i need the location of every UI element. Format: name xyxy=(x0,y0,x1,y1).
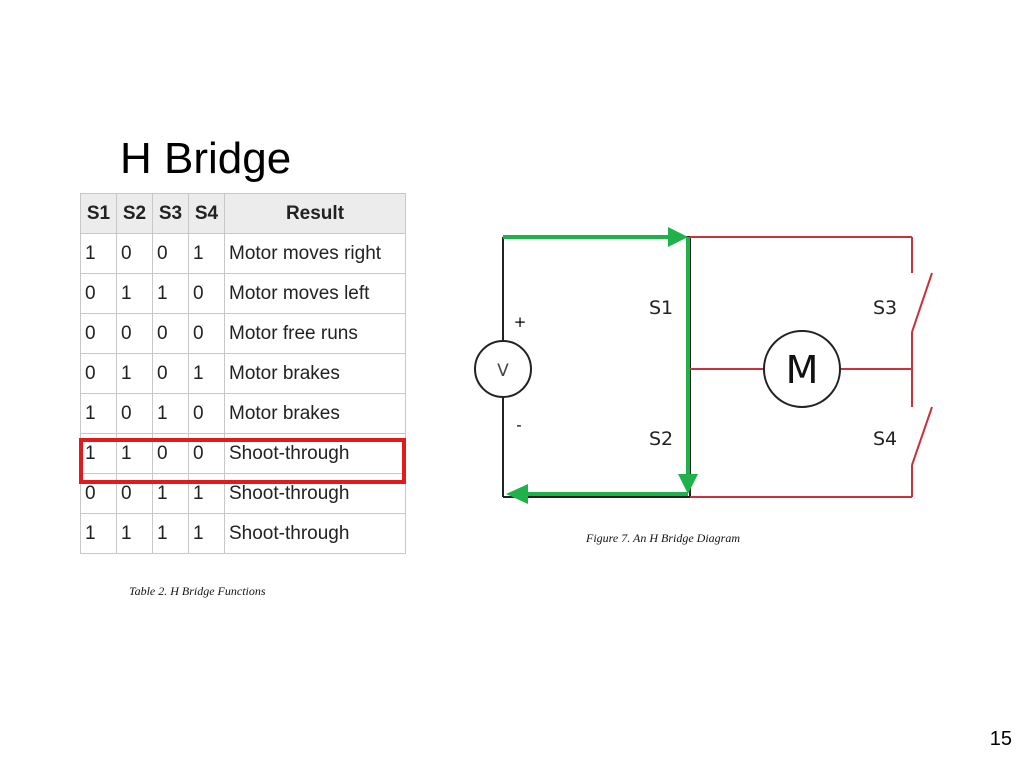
table-cell: 1 xyxy=(116,273,153,314)
switch-label-s1: S1 xyxy=(649,297,673,319)
table-cell: 0 xyxy=(152,313,189,354)
motor: M xyxy=(763,330,841,408)
table-cell: Shoot-through xyxy=(224,513,406,554)
table-cell: 0 xyxy=(116,393,153,434)
switch-label-s3: S3 xyxy=(873,297,897,319)
voltage-source-label: V xyxy=(497,361,509,381)
table-cell: 1 xyxy=(80,233,117,274)
table-cell: Motor moves left xyxy=(224,273,406,314)
motor-label: M xyxy=(786,348,819,392)
column-header: S1 xyxy=(80,193,117,234)
right-wiring xyxy=(690,236,933,498)
voltage-source: V + - xyxy=(474,313,532,434)
table-cell: Motor brakes xyxy=(224,393,406,434)
truth-table: S1 S2 S3 S4 Result 1 0 0 1 Motor moves r… xyxy=(80,193,406,554)
table-cell: 1 xyxy=(188,233,225,274)
switch-label-s2: S2 xyxy=(649,428,673,450)
table-cell: 1 xyxy=(152,393,189,434)
table-cell: 1 xyxy=(152,473,189,514)
switch-label-s4: S4 xyxy=(873,428,897,450)
table-caption: Table 2. H Bridge Functions xyxy=(129,584,266,598)
shoot-through-highlight xyxy=(79,438,406,484)
table-cell: Motor free runs xyxy=(224,313,406,354)
minus-sign: - xyxy=(516,416,521,434)
plus-sign: + xyxy=(514,313,527,331)
table-cell: Motor brakes xyxy=(224,353,406,394)
table-row: 1 1 1 1 Shoot-through xyxy=(80,513,406,554)
slide-title: H Bridge xyxy=(120,134,292,183)
table-row: 1 0 0 1 Motor moves right xyxy=(80,233,406,274)
table-row: 1 0 1 0 Motor brakes xyxy=(80,393,406,434)
table-row: 0 0 0 0 Motor free runs xyxy=(80,313,406,354)
table-cell: 1 xyxy=(188,473,225,514)
current-path xyxy=(503,227,698,504)
column-header: Result xyxy=(224,193,406,234)
table-cell: 1 xyxy=(116,353,153,394)
arrowhead-down xyxy=(678,474,698,494)
arrowhead-bottom-left xyxy=(506,484,528,504)
table-cell: 0 xyxy=(116,473,153,514)
voltage-source-circle xyxy=(474,340,532,398)
switch-s3-blade xyxy=(911,272,933,333)
table-cell: 0 xyxy=(116,233,153,274)
table-row: 0 0 1 1 Shoot-through xyxy=(80,473,406,514)
table-cell: 1 xyxy=(152,273,189,314)
arrowhead-top-right xyxy=(668,227,688,247)
table-cell: 1 xyxy=(80,513,117,554)
column-header: S2 xyxy=(116,193,153,234)
table-row: 0 1 0 1 Motor brakes xyxy=(80,353,406,394)
table-cell: 0 xyxy=(152,233,189,274)
motor-circle xyxy=(763,330,841,408)
table-header-row: S1 S2 S3 S4 Result xyxy=(80,193,406,234)
switch-s4-blade xyxy=(911,406,933,466)
column-header: S4 xyxy=(188,193,225,234)
table-row: 0 1 1 0 Motor moves left xyxy=(80,273,406,314)
table-cell: 1 xyxy=(188,353,225,394)
table-cell: 1 xyxy=(188,513,225,554)
table-cell: Motor moves right xyxy=(224,233,406,274)
table-cell: 1 xyxy=(152,513,189,554)
page-number: 15 xyxy=(989,728,1012,750)
figure-caption: Figure 7. An H Bridge Diagram xyxy=(586,531,740,545)
